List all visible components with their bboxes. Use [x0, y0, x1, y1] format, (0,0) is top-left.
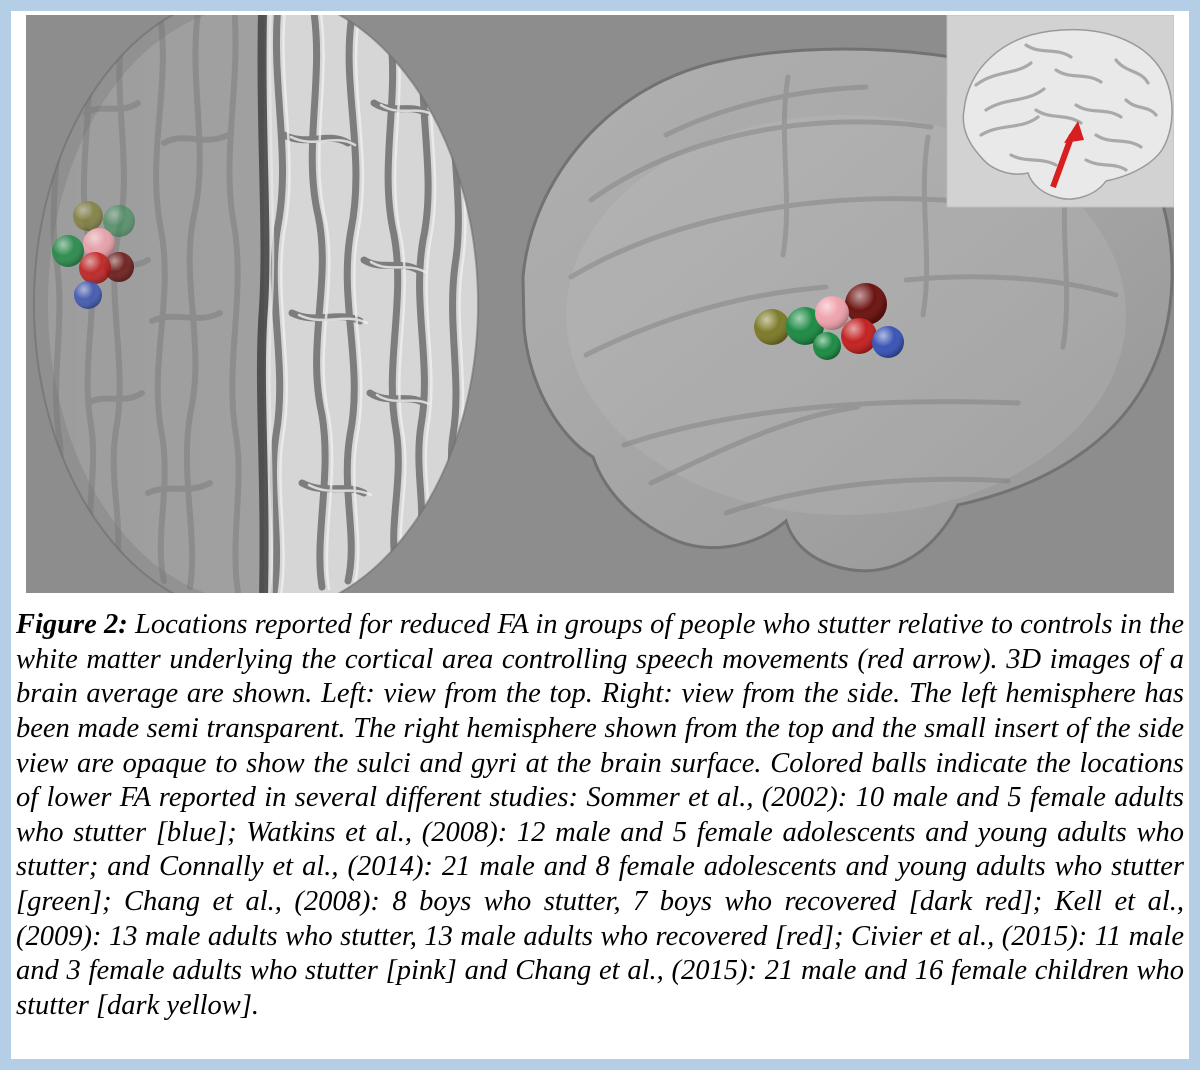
ball-dark-red — [845, 283, 887, 325]
ball-pink — [815, 296, 849, 330]
side-view-inset — [946, 15, 1174, 208]
ball-dark-red — [104, 252, 134, 282]
ball-red — [841, 318, 877, 354]
side-view-sulci — [568, 74, 1119, 516]
ball-dark-yellow — [73, 201, 103, 231]
top-view-brain — [33, 15, 479, 593]
ball-green-faint — [103, 205, 135, 237]
top-view-right-hemisphere — [264, 15, 478, 593]
midline-fissure — [256, 15, 270, 593]
ball-green-small — [813, 332, 841, 360]
ball-dark-yellow — [754, 309, 790, 345]
inset-gyri — [974, 43, 1158, 172]
ball-green — [786, 307, 824, 345]
ball-blue — [74, 281, 102, 309]
ball-red — [79, 252, 111, 284]
figure-caption: Figure 2: Locations reported for reduced… — [11, 593, 1189, 1024]
figure-label: Figure 2: — [16, 609, 128, 640]
side-view-ball-cluster — [754, 283, 904, 360]
ball-blue — [872, 326, 904, 358]
top-view-ball-cluster — [52, 201, 135, 309]
red-arrow-icon — [1050, 121, 1084, 189]
ball-pink — [83, 228, 115, 260]
figure-caption-text: Locations reported for reduced FA in gro… — [16, 609, 1185, 1021]
brain-figure-image — [26, 15, 1174, 593]
ball-green — [52, 235, 84, 267]
